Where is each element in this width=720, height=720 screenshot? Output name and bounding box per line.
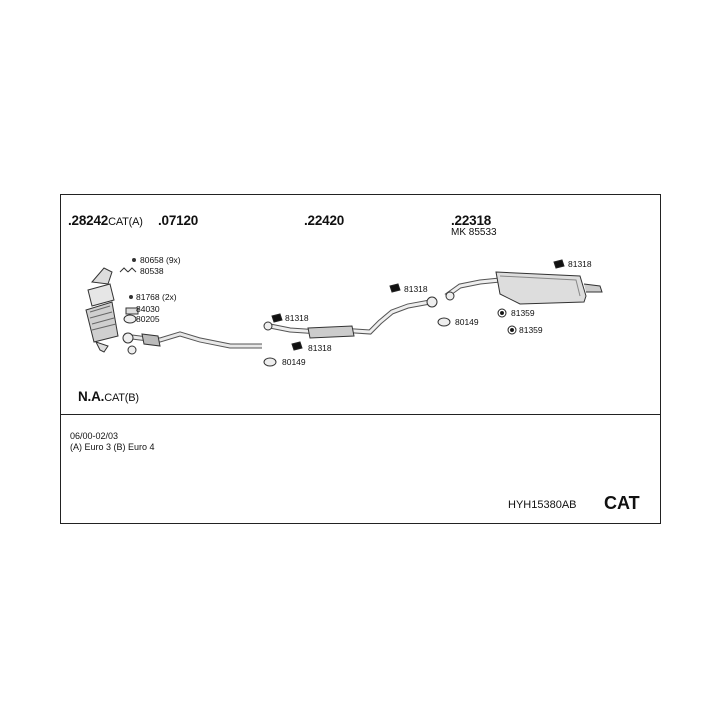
callout-80658: 80658 (9x) <box>140 255 181 265</box>
set-code: HYH15380AB <box>508 499 577 511</box>
callout-81318-d: 81318 <box>568 259 592 269</box>
callout-80205: 80205 <box>136 314 160 324</box>
part-22420-label: .22420 <box>304 213 345 228</box>
callout-80149-a: 80149 <box>282 357 306 367</box>
callout-81359-b: 81359 <box>519 325 543 335</box>
callout-81318-b: 81318 <box>308 343 332 353</box>
nut-80658 <box>132 258 136 262</box>
part-07120-label: .07120 <box>158 213 199 228</box>
mounting-kit-label: MK 85533 <box>451 227 497 238</box>
callout-81359-a: 81359 <box>511 308 535 318</box>
washer-80538 <box>119 267 137 273</box>
bushing-81359-b <box>507 325 517 335</box>
euro-norms: (A) Euro 3 (B) Euro 4 <box>70 442 155 452</box>
cat-badge: CAT <box>604 493 640 513</box>
rubber-mount-81318-a <box>271 313 283 323</box>
rear-silencer-drawing <box>444 271 603 305</box>
front-pipe-drawing <box>122 331 262 355</box>
callout-81768: 81768 (2x) <box>136 292 177 302</box>
callout-81318-c: 81318 <box>404 284 428 294</box>
rubber-mount-81318-b <box>291 341 303 351</box>
gasket-80149-right <box>437 317 451 327</box>
part-28242-label: .28242CAT(A) <box>68 213 143 228</box>
bushing-81359-a <box>497 308 507 318</box>
part-28242-suffix: CAT(A) <box>108 216 143 228</box>
na-cat-label: N.A.CAT(B) <box>78 389 139 404</box>
callout-80538: 80538 <box>140 266 164 276</box>
production-period: 06/00-02/03 <box>70 431 119 441</box>
footer-divider <box>60 414 661 415</box>
catalytic-converter-drawing <box>85 267 119 353</box>
part-22318-label: .22318 <box>451 213 492 228</box>
rubber-mount-81318-d <box>553 259 565 269</box>
rubber-mount-81318-c <box>389 283 401 293</box>
middle-pipe-drawing <box>263 296 438 339</box>
callout-80149-b: 80149 <box>455 317 479 327</box>
gasket-80205 <box>123 314 137 324</box>
gasket-80149-left <box>263 357 277 367</box>
bolt-81768 <box>129 295 133 299</box>
diagram-frame <box>60 194 661 524</box>
callout-81318-a: 81318 <box>285 313 309 323</box>
clamp-84030 <box>125 307 139 315</box>
callout-84030: 84030 <box>136 304 160 314</box>
na-cat-suffix: CAT(B) <box>104 392 139 404</box>
